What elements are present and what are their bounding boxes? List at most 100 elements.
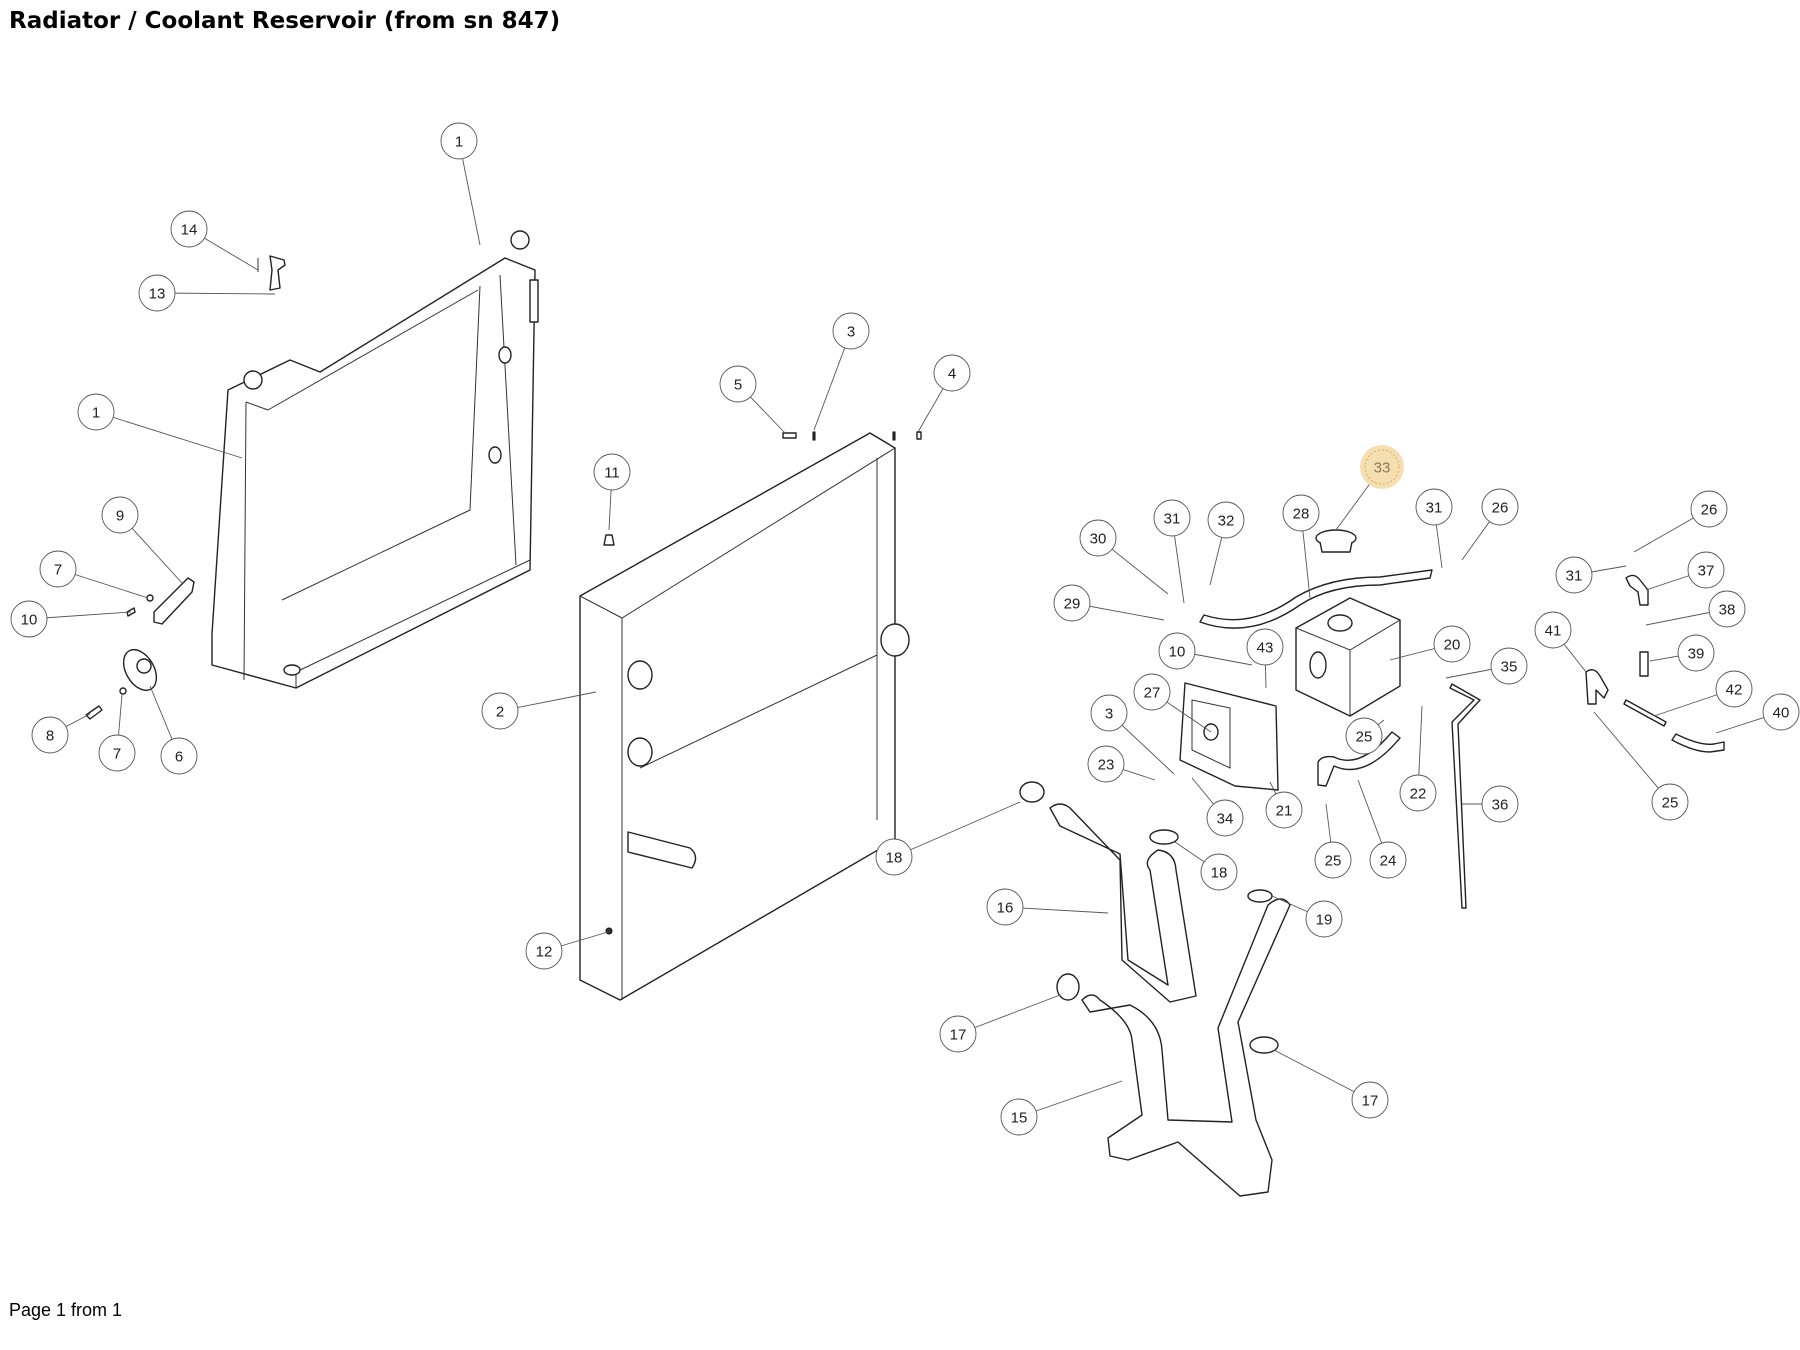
- balloon-circle[interactable]: [875, 838, 913, 876]
- balloon-circle[interactable]: [525, 932, 563, 970]
- balloon-circle[interactable]: [1265, 791, 1303, 829]
- balloon-circle[interactable]: [1708, 590, 1746, 628]
- balloon-circle[interactable]: [1133, 673, 1171, 711]
- callout-balloon-7[interactable]: 7: [39, 550, 77, 588]
- callout-balloon-10[interactable]: 10: [10, 600, 48, 638]
- part-filler-cap[interactable]: [1315, 529, 1357, 553]
- callout-balloon-13[interactable]: 13: [138, 274, 176, 312]
- callout-balloon-43[interactable]: 43: [1246, 628, 1284, 666]
- callout-balloon-23[interactable]: 23: [1087, 745, 1125, 783]
- callout-balloon-24[interactable]: 24: [1369, 841, 1407, 879]
- balloon-circle[interactable]: [1345, 717, 1383, 755]
- balloon-circle[interactable]: [1314, 841, 1352, 879]
- balloon-circle[interactable]: [1087, 745, 1125, 783]
- callout-balloon-34[interactable]: 34: [1206, 799, 1244, 837]
- callout-balloon-1[interactable]: 1: [440, 122, 478, 160]
- callout-balloon-18[interactable]: 18: [1200, 853, 1238, 891]
- callout-balloon-35[interactable]: 35: [1490, 647, 1528, 685]
- balloon-circle[interactable]: [1415, 488, 1453, 526]
- balloon-circle[interactable]: [1481, 488, 1519, 526]
- callout-balloon-37[interactable]: 37: [1687, 551, 1725, 589]
- balloon-circle[interactable]: [1053, 584, 1091, 622]
- balloon-circle[interactable]: [1399, 774, 1437, 812]
- callout-balloon-26[interactable]: 26: [1690, 490, 1728, 528]
- callout-balloon-27[interactable]: 27: [1133, 673, 1171, 711]
- part-fittings-right[interactable]: [1585, 574, 1725, 753]
- part-hose-28[interactable]: [1199, 569, 1433, 629]
- balloon-circle[interactable]: [1206, 799, 1244, 837]
- balloon-circle[interactable]: [77, 393, 115, 431]
- callout-balloon-31[interactable]: 31: [1555, 556, 1593, 594]
- balloon-circle[interactable]: [1690, 490, 1728, 528]
- balloon-circle[interactable]: [1090, 694, 1128, 732]
- balloon-circle[interactable]: [1158, 632, 1196, 670]
- callout-balloon-4[interactable]: 4: [933, 354, 971, 392]
- balloon-circle[interactable]: [1000, 1098, 1038, 1136]
- balloon-circle[interactable]: [1481, 785, 1519, 823]
- part-coolant-reservoir[interactable]: [1295, 597, 1401, 717]
- balloon-circle[interactable]: [1305, 900, 1343, 938]
- balloon-circle[interactable]: [170, 210, 208, 248]
- balloon-circle[interactable]: [1200, 853, 1238, 891]
- callout-balloon-25[interactable]: 25: [1651, 783, 1689, 821]
- callout-balloon-8[interactable]: 8: [31, 716, 69, 754]
- callout-balloon-28[interactable]: 28: [1282, 494, 1320, 532]
- balloon-circle[interactable]: [39, 550, 77, 588]
- callout-balloon-7[interactable]: 7: [98, 734, 136, 772]
- callout-balloon-17[interactable]: 17: [939, 1015, 977, 1053]
- callout-balloon-21[interactable]: 21: [1265, 791, 1303, 829]
- callout-balloon-31[interactable]: 31: [1153, 499, 1191, 537]
- balloon-circle[interactable]: [593, 453, 631, 491]
- callout-balloon-42[interactable]: 42: [1715, 670, 1753, 708]
- callout-balloon-38[interactable]: 38: [1708, 590, 1746, 628]
- balloon-circle[interactable]: [160, 737, 198, 775]
- callout-balloon-1[interactable]: 1: [77, 393, 115, 431]
- balloon-circle[interactable]: [1364, 449, 1400, 485]
- callout-balloon-6[interactable]: 6: [160, 737, 198, 775]
- balloon-circle[interactable]: [1079, 519, 1117, 557]
- part-hose-15[interactable]: [1081, 898, 1291, 1197]
- balloon-circle[interactable]: [440, 122, 478, 160]
- callout-balloon-26[interactable]: 26: [1481, 488, 1519, 526]
- callout-balloon-33[interactable]: 33: [1360, 445, 1404, 489]
- callout-balloon-32[interactable]: 32: [1207, 501, 1245, 539]
- balloon-circle[interactable]: [10, 600, 48, 638]
- callout-balloon-10[interactable]: 10: [1158, 632, 1196, 670]
- balloon-circle[interactable]: [719, 365, 757, 403]
- callout-balloon-31[interactable]: 31: [1415, 488, 1453, 526]
- callout-balloon-19[interactable]: 19: [1305, 900, 1343, 938]
- part-reservoir-bracket[interactable]: [1179, 682, 1279, 791]
- callout-balloon-12[interactable]: 12: [525, 932, 563, 970]
- balloon-circle[interactable]: [1687, 551, 1725, 589]
- balloon-circle[interactable]: [1651, 783, 1689, 821]
- balloon-circle[interactable]: [101, 496, 139, 534]
- balloon-circle[interactable]: [939, 1015, 977, 1053]
- callout-balloon-5[interactable]: 5: [719, 365, 757, 403]
- callout-balloon-3[interactable]: 3: [1090, 694, 1128, 732]
- balloon-circle[interactable]: [933, 354, 971, 392]
- part-frame-shroud[interactable]: [211, 230, 539, 689]
- callout-balloon-2[interactable]: 2: [481, 692, 519, 730]
- part-radiator-core[interactable]: [579, 432, 910, 1001]
- part-hose-clamps[interactable]: [1019, 781, 1279, 1054]
- callout-balloon-18[interactable]: 18: [875, 838, 913, 876]
- callout-balloon-3[interactable]: 3: [832, 312, 870, 350]
- balloon-circle[interactable]: [1369, 841, 1407, 879]
- balloon-circle[interactable]: [1433, 625, 1471, 663]
- balloon-circle[interactable]: [481, 692, 519, 730]
- part-top-fasteners[interactable]: [603, 431, 922, 935]
- part-bracket[interactable]: [153, 577, 195, 625]
- balloon-circle[interactable]: [1715, 670, 1753, 708]
- part-rod-36[interactable]: [1449, 683, 1481, 909]
- balloon-circle[interactable]: [1246, 628, 1284, 666]
- balloon-circle[interactable]: [31, 716, 69, 754]
- balloon-circle[interactable]: [1207, 501, 1245, 539]
- callout-balloon-39[interactable]: 39: [1677, 634, 1715, 672]
- balloon-circle[interactable]: [1534, 611, 1572, 649]
- balloon-circle[interactable]: [1490, 647, 1528, 685]
- callout-balloon-30[interactable]: 30: [1079, 519, 1117, 557]
- part-latch[interactable]: [257, 255, 286, 291]
- callout-balloon-17[interactable]: 17: [1351, 1081, 1389, 1119]
- callout-balloon-29[interactable]: 29: [1053, 584, 1091, 622]
- balloon-circle[interactable]: [1282, 494, 1320, 532]
